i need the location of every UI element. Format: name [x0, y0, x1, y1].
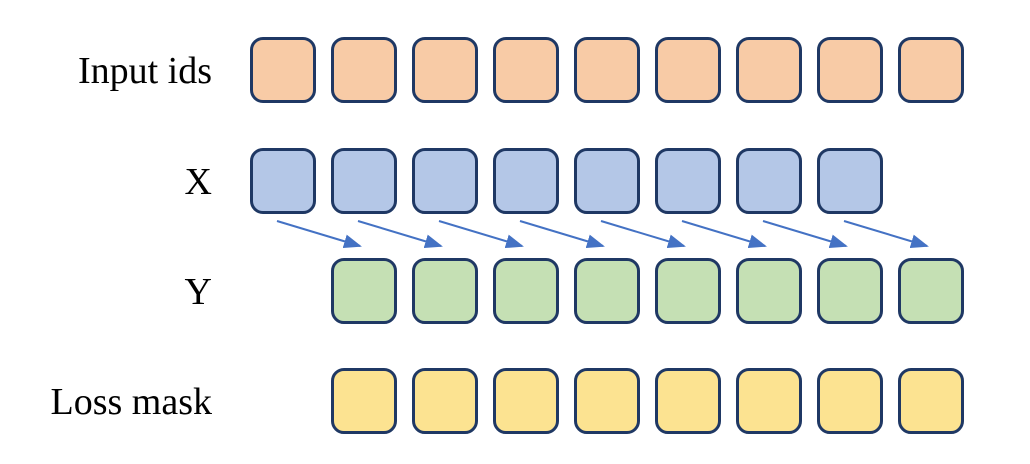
shift-arrow-3: [519, 220, 605, 249]
cell-input-ids-3: [493, 37, 559, 103]
cell-x-0: [250, 148, 316, 214]
shift-arrow-5: [681, 220, 767, 249]
cell-y-3: [574, 258, 640, 324]
cell-input-ids-1: [331, 37, 397, 103]
cell-x-2: [412, 148, 478, 214]
cell-input-ids-6: [736, 37, 802, 103]
shift-arrow-7: [843, 220, 929, 249]
row-label-loss-mask: Loss mask: [50, 381, 213, 423]
cell-loss-mask-2: [493, 368, 559, 434]
shift-arrow-6: [762, 220, 848, 249]
shift-arrow-1: [357, 220, 443, 249]
cell-y-7: [898, 258, 964, 324]
cell-x-4: [574, 148, 640, 214]
cell-x-3: [493, 148, 559, 214]
shift-arrow-2: [438, 220, 524, 249]
cell-x-5: [655, 148, 721, 214]
cell-input-ids-5: [655, 37, 721, 103]
cell-loss-mask-6: [817, 368, 883, 434]
row-label-y: Y: [184, 271, 212, 313]
cell-y-4: [655, 258, 721, 324]
shift-arrow-4: [600, 220, 686, 249]
cell-loss-mask-1: [412, 368, 478, 434]
cell-input-ids-7: [817, 37, 883, 103]
cell-loss-mask-4: [655, 368, 721, 434]
cell-y-0: [331, 258, 397, 324]
cell-y-1: [412, 258, 478, 324]
cell-loss-mask-5: [736, 368, 802, 434]
cell-input-ids-4: [574, 37, 640, 103]
cell-y-6: [817, 258, 883, 324]
cell-loss-mask-3: [574, 368, 640, 434]
row-label-input-ids: Input ids: [77, 50, 212, 92]
cell-x-6: [736, 148, 802, 214]
cell-loss-mask-7: [898, 368, 964, 434]
shift-arrow-0: [276, 220, 362, 249]
row-label-x: X: [184, 161, 212, 203]
cell-input-ids-0: [250, 37, 316, 103]
cell-y-5: [736, 258, 802, 324]
cell-x-1: [331, 148, 397, 214]
cell-y-2: [493, 258, 559, 324]
cell-input-ids-2: [412, 37, 478, 103]
cell-input-ids-8: [898, 37, 964, 103]
cell-x-7: [817, 148, 883, 214]
cell-loss-mask-0: [331, 368, 397, 434]
